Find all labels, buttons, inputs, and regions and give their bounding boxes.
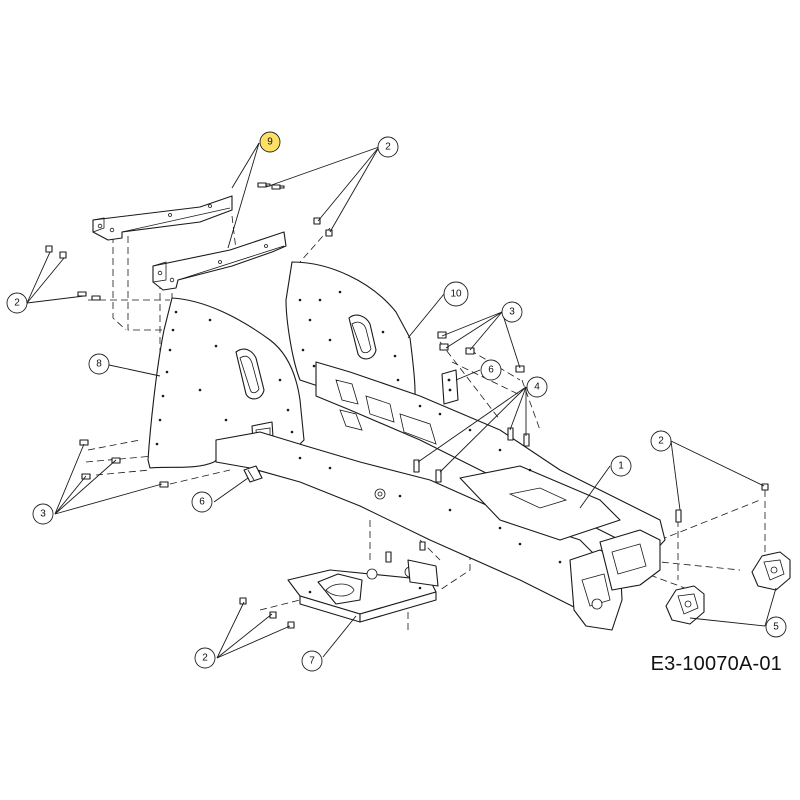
callout-2-top[interactable]: 2	[377, 136, 399, 158]
callout-2-left-label: 2	[14, 298, 20, 309]
leader-lines	[26, 142, 777, 659]
drawing-id: E3-10070A-01	[650, 653, 782, 675]
callout-8-label: 8	[96, 359, 102, 370]
bolt	[77, 291, 87, 297]
callout-3-left[interactable]: 3	[32, 503, 54, 525]
callout-1[interactable]: 1	[610, 455, 632, 477]
main-frame-part-1	[215, 361, 666, 631]
bolt	[435, 469, 442, 483]
callout-2-top-label: 2	[385, 142, 391, 153]
callout-7-label: 7	[309, 656, 315, 667]
callout-1-label: 1	[618, 461, 624, 472]
callout-2-left[interactable]: 2	[6, 292, 28, 314]
frame-holes	[298, 404, 562, 564]
bracket-part-9-upper	[92, 195, 233, 241]
bolt	[523, 433, 530, 447]
bolt	[91, 295, 101, 301]
bolt	[269, 611, 277, 619]
bolt	[515, 365, 525, 373]
callout-5[interactable]: 5	[765, 616, 787, 638]
callout-2-right[interactable]: 2	[650, 430, 672, 452]
bottom-plate-part-7	[287, 559, 439, 623]
callout-6-left-label: 6	[199, 497, 205, 508]
bolt	[675, 509, 682, 523]
callout-3-top[interactable]: 3	[501, 301, 523, 323]
callout-2-bottom[interactable]: 2	[194, 647, 216, 669]
callout-10[interactable]: 10	[443, 281, 469, 307]
callout-10-label: 10	[450, 289, 462, 300]
hub-bracket-part-5-right	[751, 551, 791, 591]
callout-4-label: 4	[534, 382, 540, 393]
bolt	[761, 483, 769, 491]
callout-9[interactable]: 9	[259, 131, 281, 153]
callout-5-label: 5	[773, 622, 779, 633]
bolt	[413, 459, 420, 473]
callout-7[interactable]: 7	[301, 650, 323, 672]
bolt	[419, 541, 426, 551]
bolt	[437, 331, 447, 339]
callout-4[interactable]: 4	[526, 376, 548, 398]
bolt	[325, 229, 333, 237]
bolt	[287, 621, 295, 629]
callout-3-left-label: 3	[40, 509, 46, 520]
bolt	[271, 184, 285, 190]
callout-2-right-label: 2	[658, 436, 664, 447]
hub-bracket-part-5-left	[665, 585, 705, 625]
side-plate-8-holes	[155, 310, 294, 446]
bolt	[45, 245, 53, 253]
callout-8[interactable]: 8	[88, 353, 110, 375]
callout-9-label: 9	[267, 137, 273, 148]
bolt	[385, 551, 392, 563]
bracket-part-6-right	[441, 369, 459, 405]
callout-6-right-label: 6	[488, 365, 494, 376]
bolt	[59, 251, 67, 259]
callout-6-left[interactable]: 6	[191, 491, 213, 513]
bolt	[465, 347, 475, 355]
bolt	[313, 217, 321, 225]
callout-6-right[interactable]: 6	[480, 359, 502, 381]
callout-2-bottom-label: 2	[202, 653, 208, 664]
bracket-part-9-lower	[152, 231, 287, 291]
callout-9-circle	[259, 131, 281, 153]
callout-3-top-label: 3	[509, 307, 515, 318]
